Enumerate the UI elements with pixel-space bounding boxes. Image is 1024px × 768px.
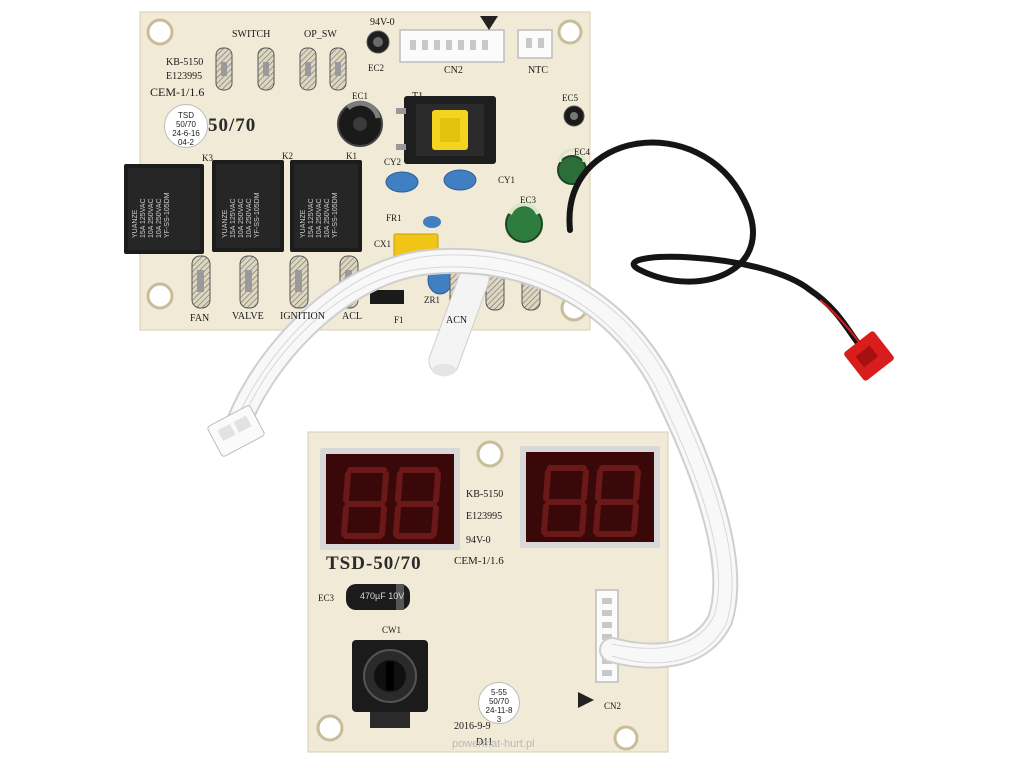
label-silk-big-bottom: TSD-50/70 [326, 553, 422, 574]
fusible-resistor-fr1 [423, 216, 441, 228]
label-model: KB-5150 [166, 57, 204, 68]
mount-hole [613, 725, 639, 751]
switch-terminals [215, 47, 347, 91]
label-k2: K2 [282, 151, 293, 161]
cap-print: 470µF 10V [360, 591, 405, 601]
label-material: CEM-1/1.6 [150, 85, 205, 99]
label-cert-bottom: E123995 [466, 511, 503, 522]
label-op-sw: OP_SW [304, 29, 337, 40]
ribbon-connector [207, 405, 265, 457]
label-ec5: EC5 [562, 93, 579, 103]
label-switch: SWITCH [232, 29, 271, 40]
transformer-t1 [396, 96, 496, 164]
mount-hole [557, 19, 583, 45]
label-ignition: IGNITION [280, 311, 325, 322]
ribbon-cable-white [223, 247, 739, 669]
label-cw1: CW1 [382, 625, 401, 635]
label-ntc: NTC [528, 65, 548, 76]
label-acl: ACL [342, 311, 362, 322]
label-date: 2016-9-9 [454, 721, 491, 732]
label-code: D11 [476, 737, 493, 748]
relay-k3 [124, 164, 204, 254]
label-cy1: CY1 [498, 175, 516, 185]
label-ec2: EC2 [368, 63, 385, 73]
label-rating-bottom: 94V-0 [466, 535, 491, 546]
pin1-marker [480, 16, 498, 30]
label-k3: K3 [202, 153, 213, 163]
label-f1: F1 [394, 315, 404, 325]
fuse-f1 [370, 290, 404, 304]
ntc-cable-black [566, 139, 865, 351]
label-ec3-bottom: EC3 [318, 593, 335, 603]
capacitor-ec3-bottom [346, 584, 410, 610]
label-k1: K1 [346, 151, 357, 161]
label-fan: FAN [190, 313, 210, 324]
mount-hole [316, 714, 344, 742]
label-fr1: FR1 [386, 213, 402, 223]
seven-segment-display-left [320, 448, 460, 550]
label-ec1: EC1 [352, 91, 369, 101]
label-rating: 94V-0 [370, 17, 395, 28]
label-cn2-bottom: CN2 [604, 701, 622, 711]
relay-k2 [212, 160, 284, 252]
seven-segment-display-right [520, 446, 660, 548]
label-valve: VALVE [232, 311, 264, 322]
label-ec4: EC4 [574, 147, 591, 157]
rotary-encoder-cw1 [352, 640, 428, 728]
mount-hole [146, 18, 174, 46]
watermark: powermat-hurt.pl [452, 738, 535, 750]
mount-hole [146, 282, 174, 310]
pin1-marker-bottom [578, 692, 594, 708]
y-capacitor-cy1 [443, 169, 477, 191]
label-cn2: CN2 [444, 65, 463, 76]
label-acn: ACN [446, 315, 468, 326]
label-cy2: CY2 [384, 157, 402, 167]
y-capacitor-cy2 [385, 171, 419, 193]
label-model-bottom: KB-5150 [466, 489, 504, 500]
label-cert: E123995 [166, 71, 203, 82]
mount-hole [476, 440, 504, 468]
label-ec3: EC3 [520, 195, 537, 205]
label-cx1: CX1 [374, 239, 392, 249]
label-t1: T1 [412, 91, 424, 102]
relay-k1 [290, 160, 362, 252]
label-silk-big: 50/70 [208, 115, 257, 136]
label-material-bottom: CEM-1/1.6 [454, 555, 504, 567]
label-zr1: ZR1 [424, 295, 441, 305]
ntc-header [517, 29, 553, 59]
